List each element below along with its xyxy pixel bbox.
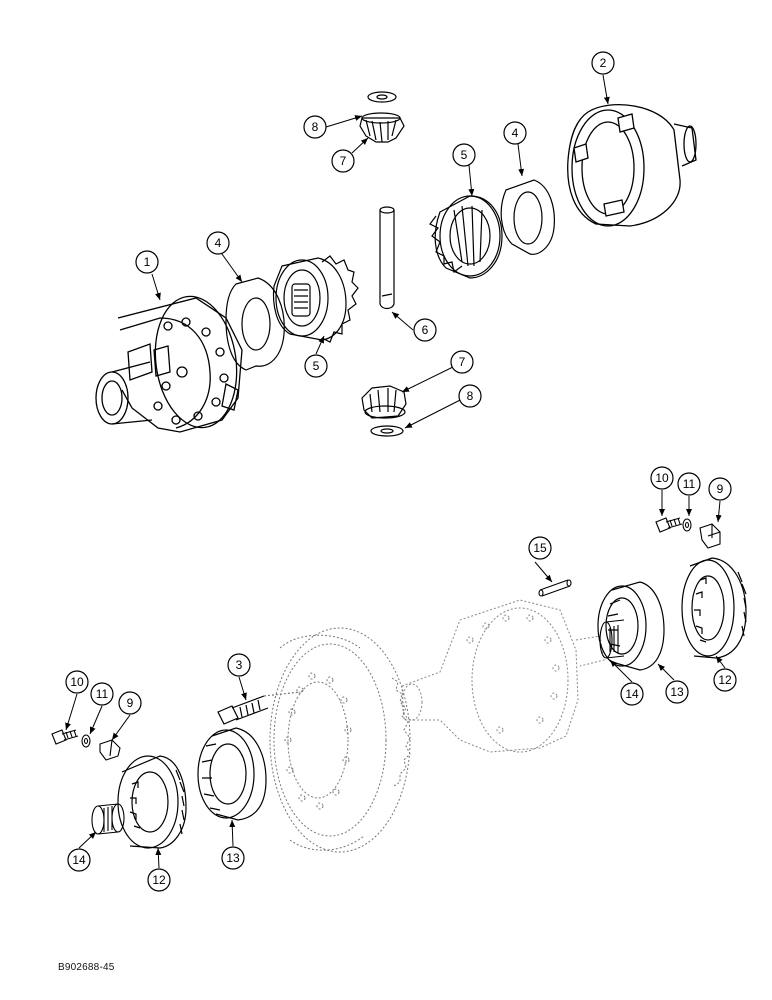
part-2-differential-case-half [567, 104, 697, 227]
callout-label: 6 [422, 323, 429, 337]
callout-label: 8 [467, 389, 474, 403]
part-10-bolt-left [51, 729, 79, 745]
callout-c4a: 4 [206, 231, 230, 255]
callout-c11b: 11 [677, 472, 701, 496]
callout-c12a: 12 [147, 868, 171, 892]
callout-c8a: 8 [303, 115, 327, 139]
leader-lines [65, 74, 726, 869]
callout-label: 10 [70, 675, 84, 689]
figure-code: B902688-45 [58, 962, 115, 973]
callout-label: 4 [215, 236, 222, 250]
part-13-bearing-left [197, 727, 267, 821]
part-7-pinion-gear-top [359, 112, 405, 143]
callout-c15: 15 [528, 536, 552, 560]
callout-label: 1 [144, 255, 151, 269]
part-14-bearing-cup-right [599, 619, 625, 659]
callout-c9a: 9 [118, 691, 142, 715]
callout-c11a: 11 [90, 682, 114, 706]
part-6-cross-shaft [379, 206, 395, 310]
callout-label: 11 [683, 477, 696, 491]
part-1-differential-case-half [95, 295, 243, 433]
callout-c2: 2 [591, 51, 615, 75]
callout-c12b: 12 [713, 668, 737, 692]
callout-c9b: 9 [708, 477, 732, 501]
callout-label: 13 [226, 851, 240, 865]
callout-label: 11 [96, 687, 109, 701]
callout-c4b: 4 [503, 121, 527, 145]
part-12-adjuster-ring-right [681, 557, 747, 659]
part-8-washer-bottom [370, 425, 404, 437]
callout-c10a: 10 [65, 670, 89, 694]
part-11-lock-washer-right [682, 518, 692, 532]
part-8-washer-top [367, 91, 397, 103]
ring-gear-outline [269, 627, 411, 853]
callout-label: 8 [312, 120, 319, 134]
callout-c1: 1 [135, 250, 159, 274]
callout-c8b: 8 [458, 384, 482, 408]
callout-label: 13 [670, 685, 684, 699]
callout-c14b: 14 [620, 682, 644, 706]
callout-label: 14 [72, 853, 86, 867]
part-5-side-gear-left [272, 255, 359, 343]
callout-label: 4 [512, 126, 519, 140]
callout-label: 7 [340, 154, 347, 168]
part-12-adjuster-ring-left [117, 755, 187, 849]
callout-label: 5 [461, 148, 468, 162]
callout-c7a: 7 [331, 149, 355, 173]
callout-label: 10 [655, 471, 669, 485]
callout-c14a: 14 [67, 848, 91, 872]
callout-c13b: 13 [665, 680, 689, 704]
part-11-lock-washer-left [81, 734, 91, 748]
callout-label: 12 [152, 873, 166, 887]
callout-label: 7 [459, 355, 466, 369]
callout-c3: 3 [227, 653, 251, 677]
callout-c10b: 10 [650, 466, 674, 490]
part-13-bearing-right [597, 581, 665, 671]
callout-label: 15 [533, 541, 547, 555]
part-3-ring-gear-bolt [217, 691, 301, 725]
callout-label: 14 [625, 687, 639, 701]
part-10-bolt-right [655, 517, 683, 533]
callout-c13a: 13 [221, 846, 245, 870]
callout-label: 12 [718, 673, 732, 687]
part-7-pinion-gear-bottom [361, 385, 407, 419]
callout-label: 3 [236, 658, 243, 672]
part-4-thrust-washer-right [500, 179, 555, 255]
callout-label: 9 [127, 696, 134, 710]
part-9-lock-tab-right [699, 523, 721, 549]
part-14-bearing-cup-left [91, 803, 125, 835]
callout-c6: 6 [413, 318, 437, 342]
differential-case-assembled-outline [401, 599, 605, 753]
callout-label: 5 [313, 359, 320, 373]
part-5-side-gear-right [429, 195, 503, 279]
part-9-lock-tab-left [99, 739, 121, 761]
callout-c5a: 5 [304, 354, 328, 378]
callout-label: 9 [717, 482, 724, 496]
callout-c7b: 7 [450, 350, 474, 374]
part-4-thrust-washer-left [225, 277, 285, 371]
callout-label: 2 [600, 56, 607, 70]
callout-c5b: 5 [452, 143, 476, 167]
part-15-roll-pin [538, 579, 572, 597]
